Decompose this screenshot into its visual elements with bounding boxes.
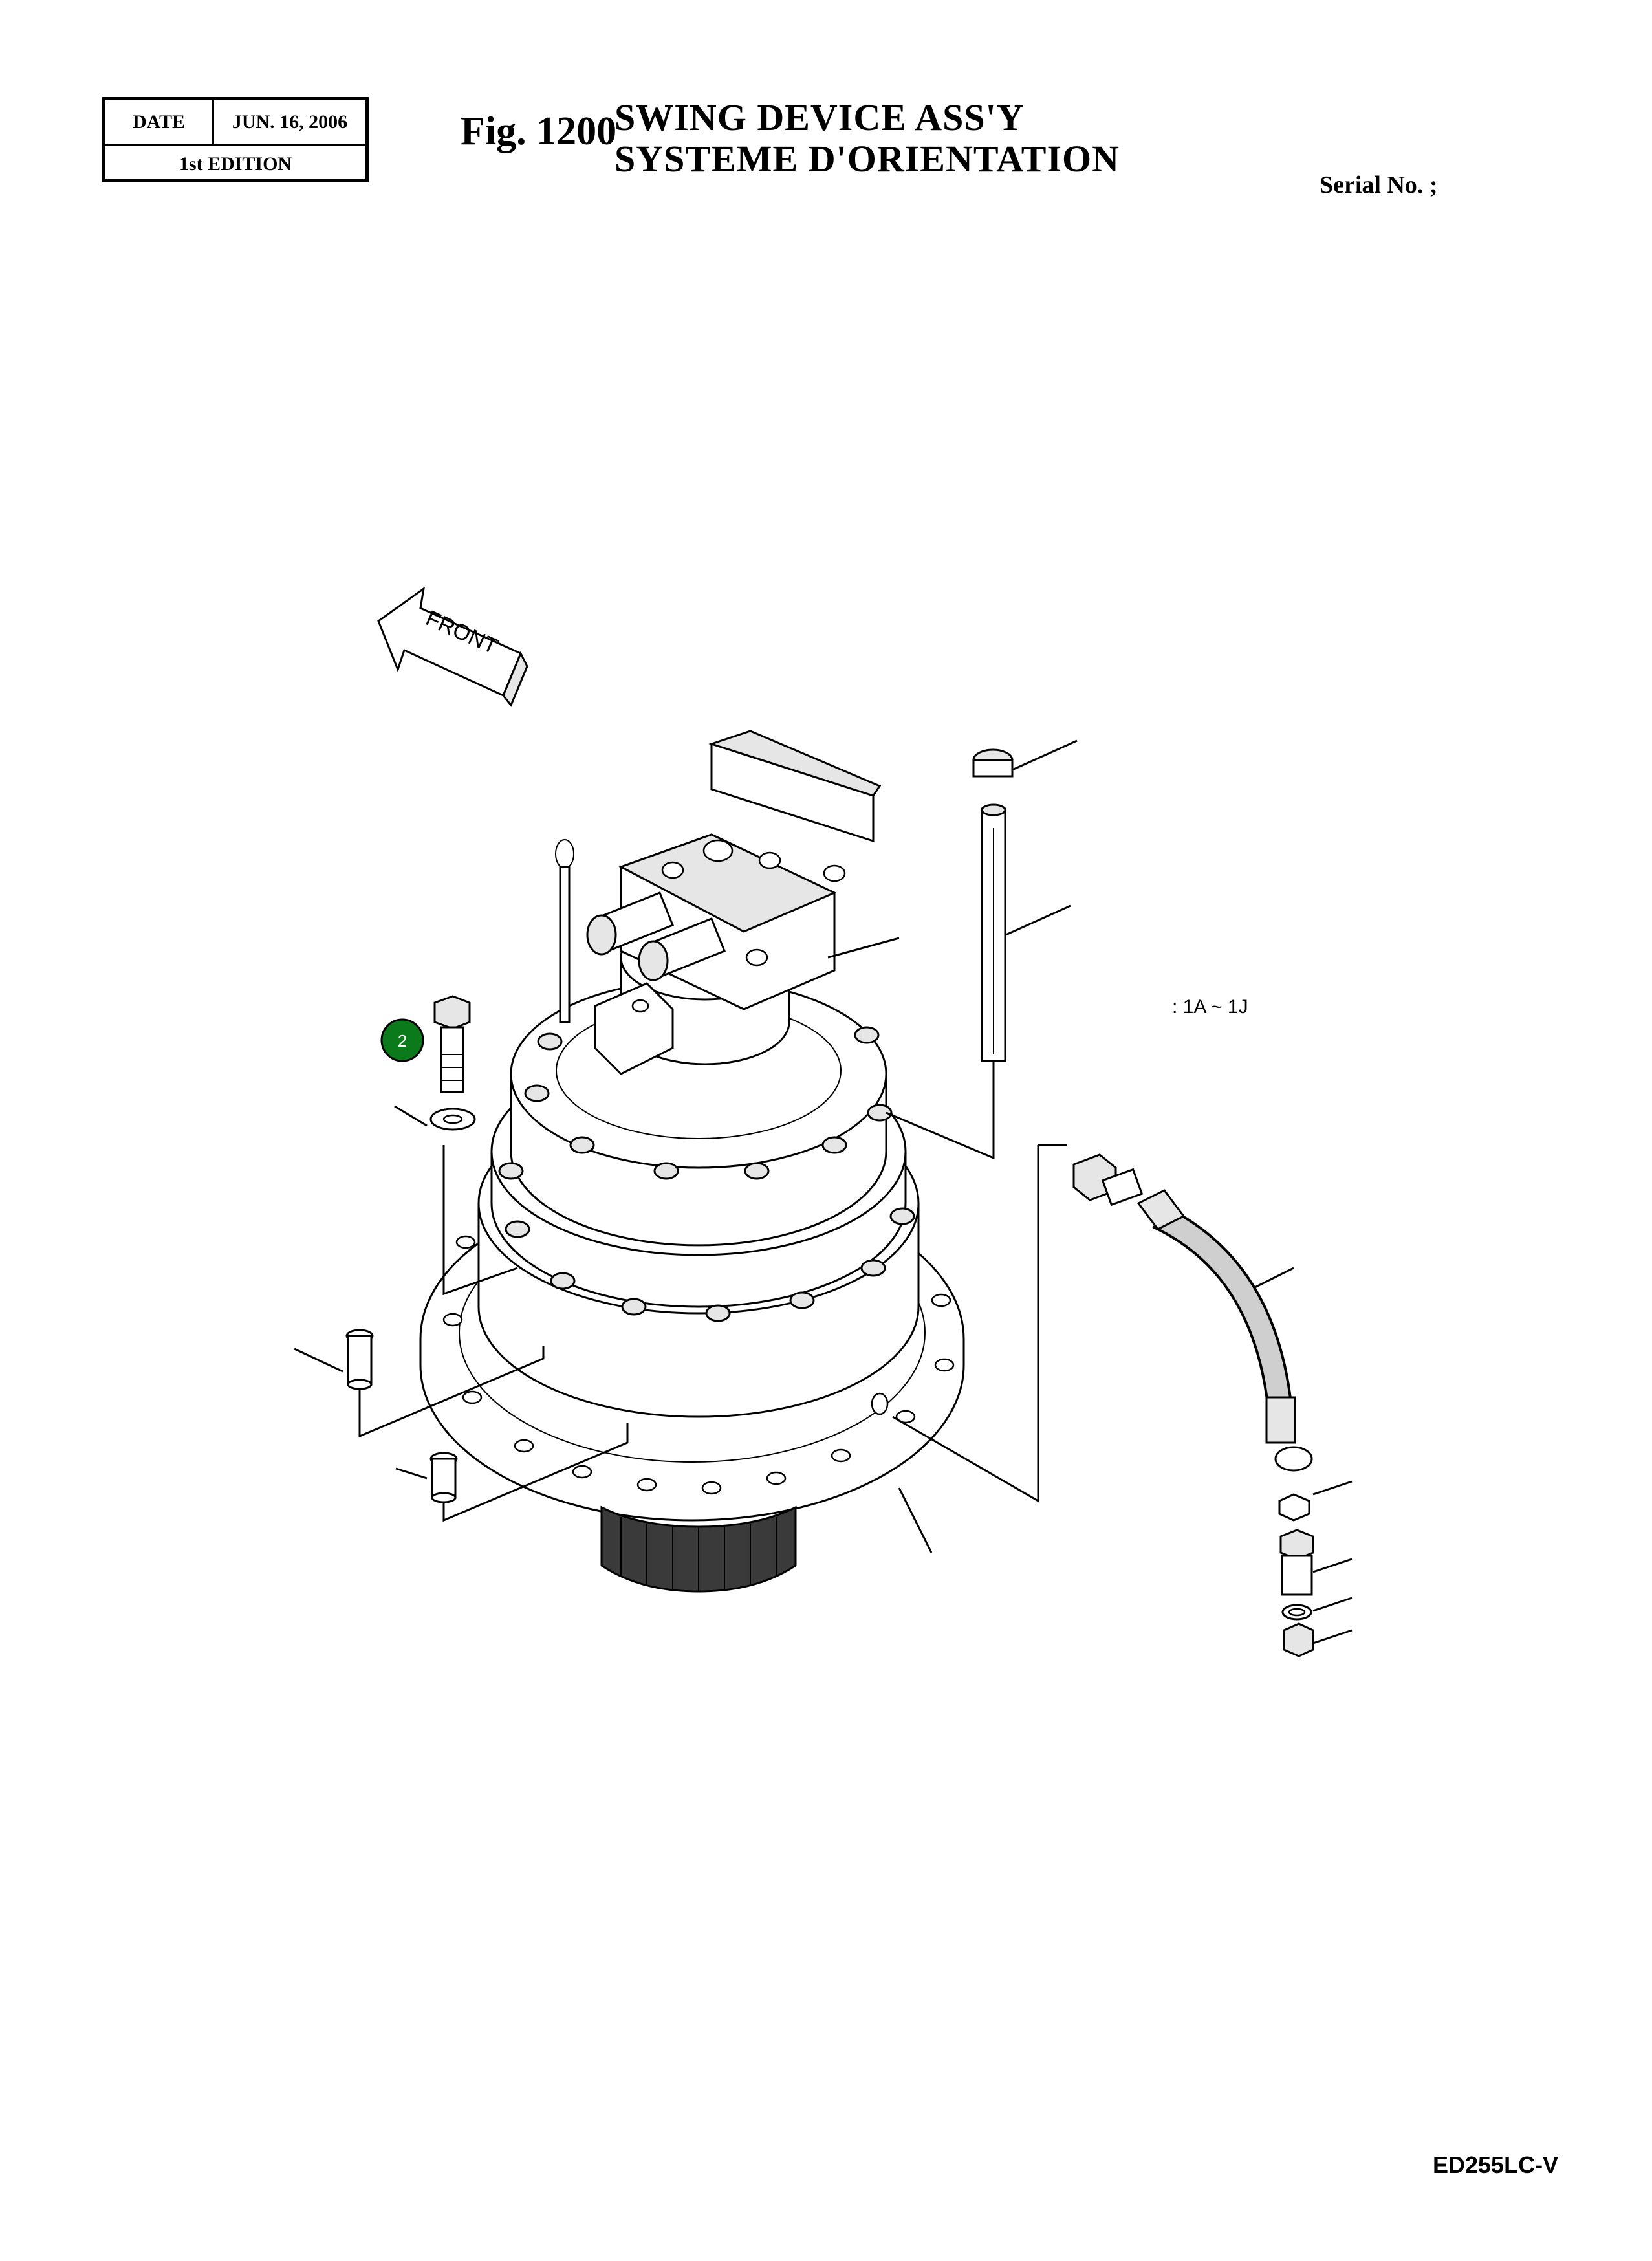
serial-number-label: Serial No. ; [1320, 171, 1438, 199]
drain-hose [1136, 1189, 1313, 1472]
washer-part [429, 1108, 476, 1131]
housing-bolts [498, 1026, 915, 1322]
union-fitting [1279, 1529, 1314, 1596]
title-english: SWING DEVICE ASS'Y [614, 96, 1025, 138]
title-french: SYSTEME D'ORIENTATION [614, 138, 1120, 180]
o-ring [1281, 1604, 1312, 1621]
model-code: ED255LC-V [1433, 2152, 1559, 2178]
fill-pipe [972, 748, 1014, 1062]
edition-label: 1st EDITION [179, 153, 292, 175]
range-label: : 1A ~ 1J [1172, 996, 1248, 1018]
date-value: JUN. 16, 2006 [232, 111, 348, 133]
leader-lines [294, 739, 1353, 1644]
date-label: DATE [105, 100, 214, 144]
callout-2[interactable]: 2 [380, 1018, 424, 1062]
pinion-gear [600, 1505, 797, 1593]
bolt-part [433, 995, 471, 1093]
swing-motor [586, 730, 882, 1075]
plug-fitting [1283, 1622, 1314, 1657]
figure-number: Fig. 1200 [461, 109, 617, 153]
level-gauge [555, 839, 574, 1023]
flange-bolt-holes [442, 1235, 955, 1495]
lock-nut [1278, 1493, 1310, 1522]
front-direction-arrow-icon: FRONT [377, 586, 528, 707]
dowel-pin-lower [429, 1452, 458, 1503]
dowel-pin-upper [345, 1329, 374, 1390]
callout-2-number: 2 [398, 1031, 407, 1051]
date-edition-box: DATE JUN. 16, 2006 1st EDITION [102, 97, 369, 182]
hose-adapter [1072, 1153, 1144, 1207]
